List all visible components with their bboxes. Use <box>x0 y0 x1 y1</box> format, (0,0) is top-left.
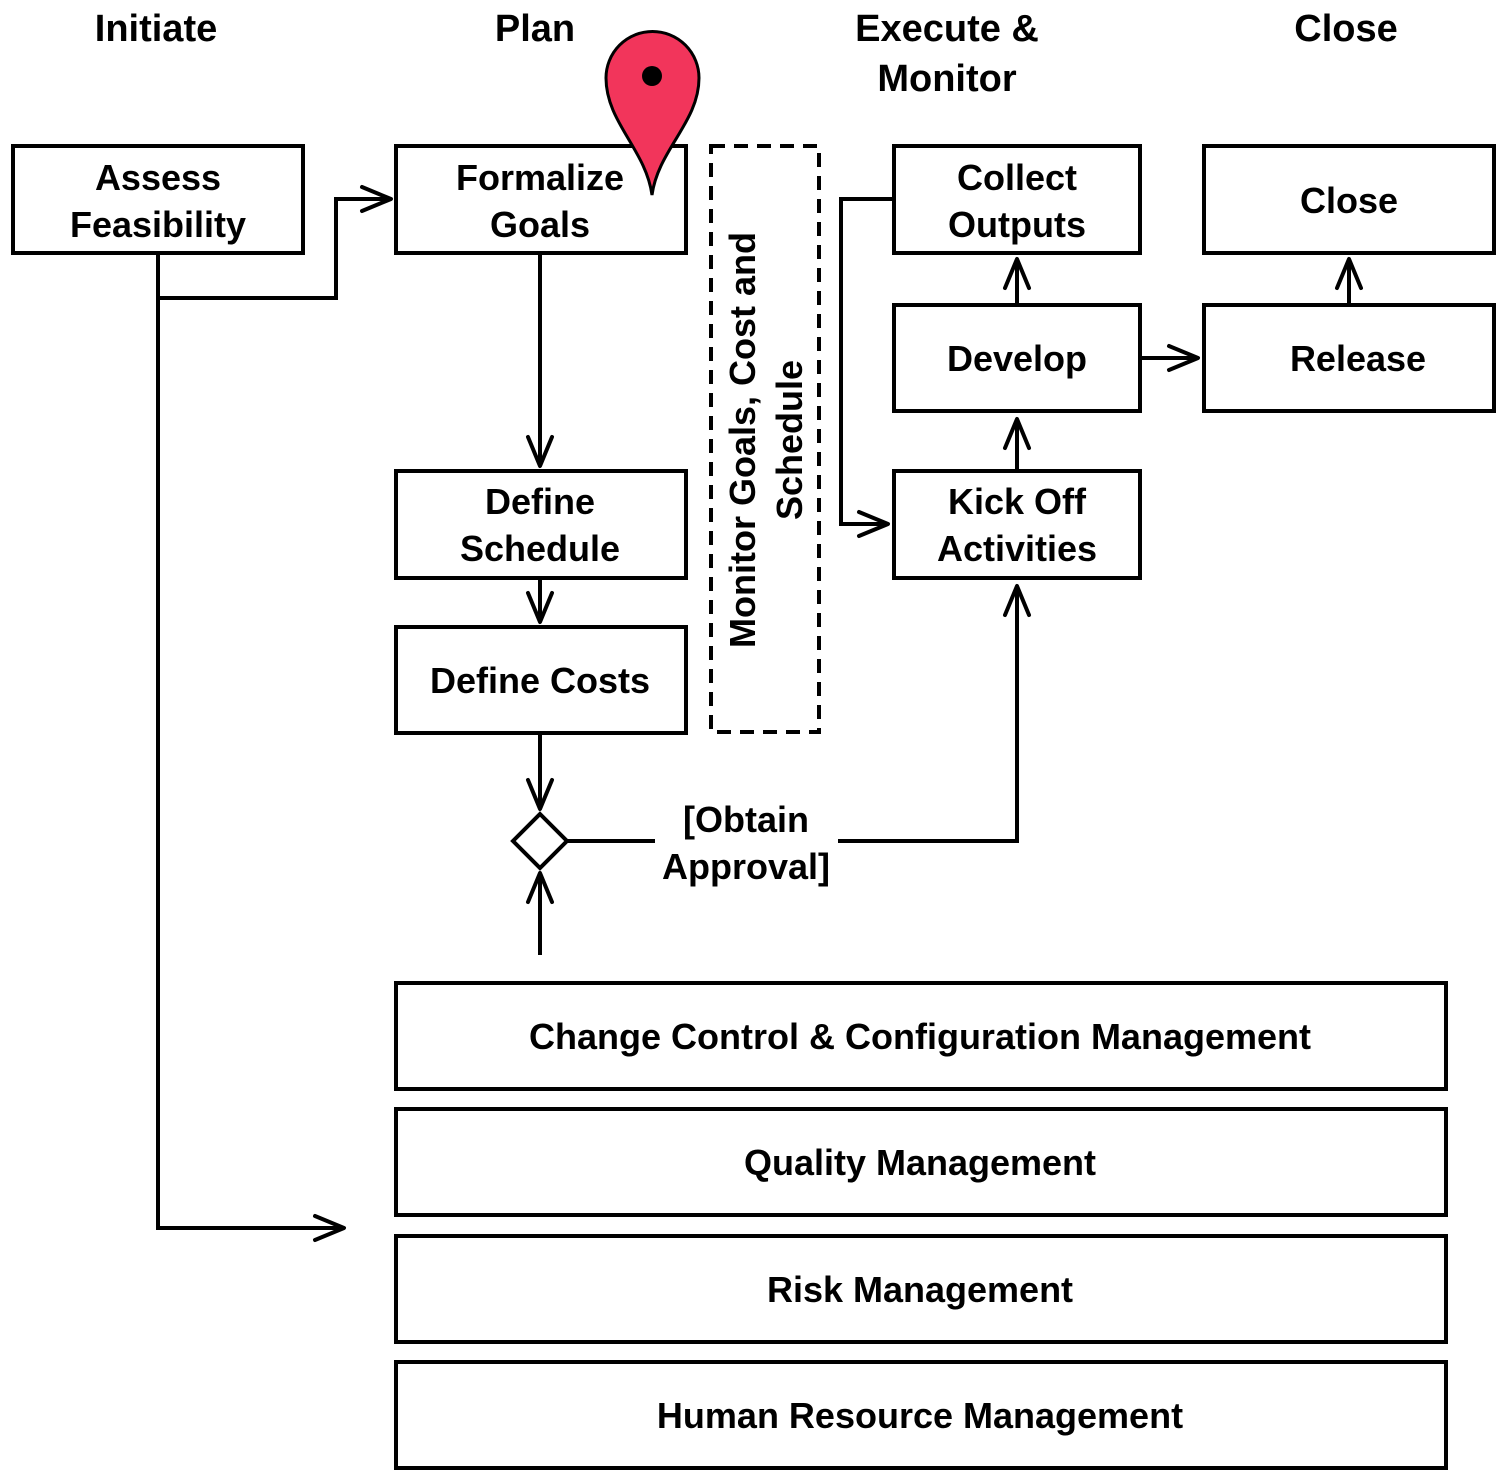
arrowhead-kickoff-left <box>857 510 890 538</box>
arrowhead-kickoff-bottom <box>1003 584 1031 617</box>
band-risk-management-label: Risk Management <box>767 1269 1073 1310</box>
map-pin-icon[interactable] <box>604 30 701 196</box>
guard-line1: [Obtain <box>683 799 809 840</box>
monitor-note: Monitor Goals, Cost and Schedule <box>709 144 821 734</box>
activity-develop: Develop <box>892 303 1142 413</box>
decision-diamond <box>510 811 570 871</box>
arrowhead-schedule <box>526 435 554 468</box>
close-label: Close <box>1300 180 1398 221</box>
connector-assess-to-formalize <box>158 197 391 300</box>
activity-release: Release <box>1202 303 1496 413</box>
band-human-resource-management: Human Resource Management <box>394 1360 1448 1470</box>
band-human-resource-management-label: Human Resource Management <box>657 1395 1183 1436</box>
arrowhead-collect <box>1003 257 1031 290</box>
formalize-line1: Formalize <box>456 157 624 198</box>
activity-collect-outputs: Collect Outputs <box>892 144 1142 255</box>
band-change-control-label: Change Control & Configuration Managemen… <box>529 1016 1311 1057</box>
band-quality-management: Quality Management <box>394 1107 1448 1217</box>
arrowhead-costs <box>526 591 554 624</box>
monitor-note-line1: Monitor Goals, Cost and <box>722 232 763 648</box>
arrowhead-formalize <box>360 185 393 213</box>
activity-define-schedule: Define Schedule <box>394 469 688 580</box>
define-schedule-line2: Schedule <box>460 528 620 569</box>
connector-collect-to-kickoff <box>839 197 894 526</box>
collect-line2: Outputs <box>948 204 1086 245</box>
arrowhead-decision-top <box>526 778 554 811</box>
map-pin-dot <box>642 66 662 86</box>
kickoff-line2: Activities <box>937 528 1097 569</box>
guard-line2: Approval] <box>662 846 830 887</box>
assess-line2: Feasibility <box>70 204 246 245</box>
band-quality-management-label: Quality Management <box>744 1142 1096 1183</box>
activity-formalize-goals: Formalize Goals <box>394 144 688 255</box>
assess-line1: Assess <box>95 157 221 198</box>
activity-define-costs: Define Costs <box>394 625 688 735</box>
connector-decision-to-kickoff <box>838 586 1019 843</box>
phase-plan: Plan <box>495 8 575 50</box>
collect-line1: Collect <box>957 157 1077 198</box>
arrowhead-decision-bottom <box>526 871 554 904</box>
develop-label: Develop <box>947 338 1087 379</box>
arrowhead-close <box>1335 257 1363 290</box>
kickoff-line1: Kick Off <box>948 481 1087 522</box>
connectors <box>156 197 1351 1230</box>
phase-close: Close <box>1294 8 1397 50</box>
phase-execute-monitor-line1: Execute & <box>855 8 1039 50</box>
activity-kick-off-activities: Kick Off Activities <box>892 469 1142 580</box>
phase-initiate: Initiate <box>95 8 217 50</box>
release-label: Release <box>1290 338 1426 379</box>
activity-assess-feasibility: Assess Feasibility <box>11 144 305 255</box>
define-costs-label: Define Costs <box>430 660 650 701</box>
activity-close: Close <box>1202 144 1496 255</box>
connector-assess-to-bands <box>156 253 344 1230</box>
arrowhead-bands <box>313 1214 346 1242</box>
monitor-note-line2: Schedule <box>769 360 810 520</box>
monitor-note-frame <box>709 144 821 734</box>
band-change-control: Change Control & Configuration Managemen… <box>394 981 1448 1091</box>
map-pin-body <box>604 30 701 196</box>
band-risk-management: Risk Management <box>394 1234 1448 1344</box>
arrowheads <box>313 185 1363 1242</box>
arrowhead-develop <box>1003 417 1031 450</box>
define-schedule-line1: Define <box>485 481 595 522</box>
phase-execute-monitor-line2: Monitor <box>877 58 1017 100</box>
arrowhead-release <box>1167 344 1200 372</box>
formalize-line2: Goals <box>490 204 590 245</box>
